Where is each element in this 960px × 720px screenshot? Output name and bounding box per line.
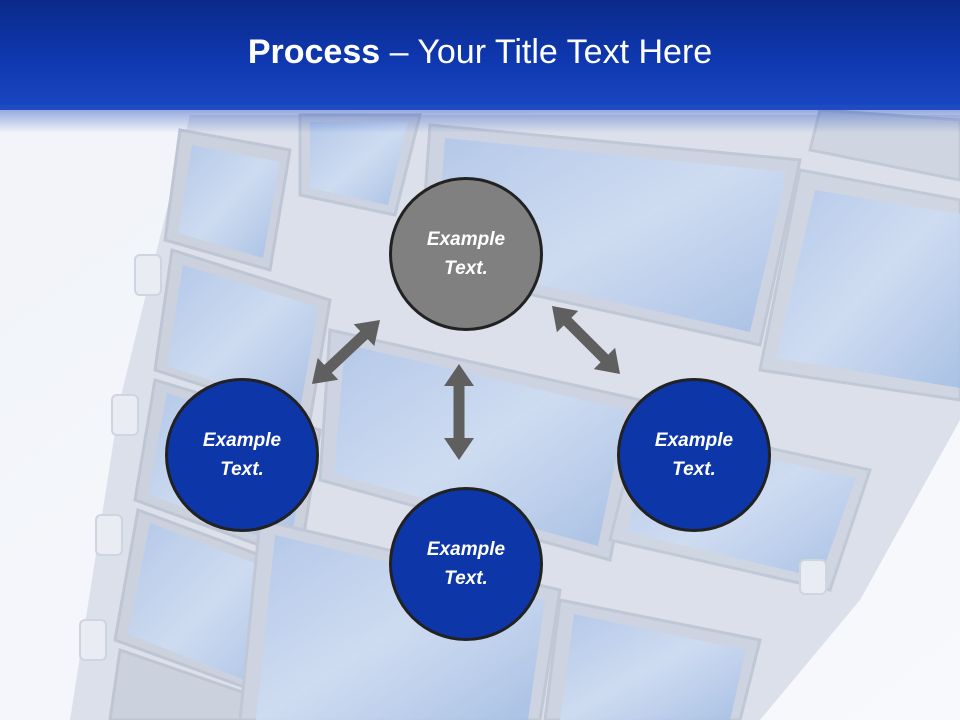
node-top[interactable]: Example Text. — [389, 177, 543, 331]
node-right-label: Example Text. — [654, 430, 734, 480]
node-right[interactable]: Example Text. — [617, 378, 771, 532]
arrow-top-bottom — [444, 364, 474, 460]
node-top-label: Example Text. — [426, 229, 506, 279]
node-bottom[interactable]: Example Text. — [389, 487, 543, 641]
title-bold: Process — [247, 33, 381, 71]
node-left-label: Example Text. — [202, 430, 282, 480]
arrow-top-left — [312, 320, 380, 384]
title-rest: – Your Title Text Here — [380, 33, 713, 71]
node-bottom-label: Example Text. — [426, 539, 506, 589]
node-left[interactable]: Example Text. — [165, 378, 319, 532]
slide-title: Process – Your Title Text Here — [0, 30, 960, 74]
header-bar — [0, 0, 960, 110]
arrow-top-right — [552, 306, 620, 374]
header-fade — [0, 105, 960, 133]
